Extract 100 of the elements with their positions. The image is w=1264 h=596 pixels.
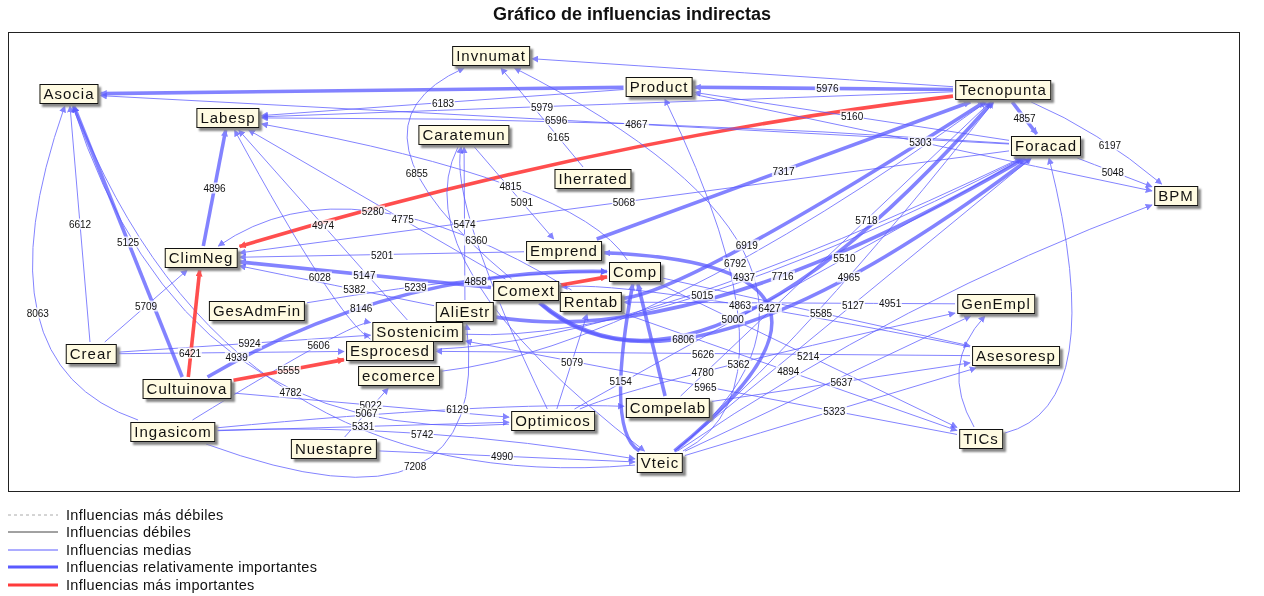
edge-label: 5280: [360, 205, 386, 217]
influence-arrow: [694, 94, 1153, 194]
edge-label: 5585: [808, 307, 834, 319]
edge-label: 5303: [908, 136, 933, 148]
edge-label: 4780: [690, 366, 715, 378]
edge-label: 5000: [720, 313, 745, 325]
edge-label: 4896: [202, 182, 227, 194]
edge-label: 8063: [25, 307, 50, 319]
legend-text: Influencias relativamente importantes: [66, 559, 318, 576]
edge-label: 6612: [67, 218, 93, 230]
edge-label: 5362: [726, 358, 751, 370]
influence-arrow: [684, 366, 977, 456]
edge-label: 5201: [370, 249, 395, 260]
influence-arrow: [623, 100, 986, 300]
edge-label: 5555: [276, 364, 301, 376]
edge-label: 5924: [237, 337, 262, 349]
legend-text: Influencias más débiles: [66, 506, 224, 523]
edge-label: 6165: [546, 131, 571, 143]
influence-arrow: [693, 83, 953, 92]
legend-text: Influencias más importantes: [66, 576, 255, 593]
influence-arrow: [234, 129, 371, 340]
chart-title: Gráfico de influencias indirectas: [491, 4, 773, 25]
variable-label: ClimNeg: [164, 248, 238, 268]
influence-arrow: [201, 129, 228, 247]
edge-label: 5382: [342, 283, 367, 295]
influence-arrow: [441, 101, 987, 372]
influence-arrow: [711, 360, 971, 402]
variable-label: AliEstr: [435, 302, 495, 322]
influence-arrow: [217, 402, 625, 429]
edge-label: 6806: [671, 333, 696, 345]
edge-label: 5742: [410, 428, 435, 440]
edge-label: 5125: [115, 236, 141, 247]
edge-label: 5214: [796, 350, 821, 362]
influence-arrow: [217, 428, 636, 462]
influence-arrow: [538, 156, 1032, 344]
edge-label: 4894: [776, 365, 801, 377]
edge-label: 4990: [489, 450, 515, 462]
edge-label: 5626: [690, 348, 716, 359]
variable-label: Compelab: [625, 398, 711, 418]
influence-arrow: [539, 100, 994, 342]
edge-label: 5474: [452, 218, 477, 229]
edge-label: 5637: [829, 376, 854, 388]
variable-label: Iherrated: [554, 169, 632, 189]
influence-arrow: [460, 146, 468, 301]
influence-arrow: [435, 347, 971, 357]
variable-label: Optimicos: [511, 411, 595, 431]
variable-label: ecomerce: [358, 366, 440, 386]
edge-label: 5048: [1100, 166, 1125, 178]
influence-arrow: [446, 146, 645, 452]
influence-arrow: [260, 114, 1010, 144]
influence-arrow: [662, 277, 971, 348]
influence-arrow: [238, 94, 954, 249]
edge-label: 5147: [352, 269, 377, 281]
influence-arrow: [72, 105, 184, 378]
edge-label: 5718: [854, 214, 879, 226]
influence-arrow: [406, 67, 513, 280]
edge-label: 6197: [1097, 139, 1122, 151]
edge-label: 4965: [836, 271, 861, 283]
influence-arrow: [603, 249, 774, 453]
variable-label: Comext: [493, 281, 559, 301]
edge-label: 5127: [840, 299, 866, 310]
variable-label: Ingasicom: [130, 422, 216, 442]
edge-label: 5160: [840, 110, 865, 122]
influence-arrow: [67, 105, 91, 343]
edge-label: 6596: [544, 114, 569, 126]
edge-label: 7208: [403, 460, 428, 472]
influence-arrow: [260, 121, 628, 261]
influence-arrow: [73, 105, 636, 469]
variable-label: Product: [625, 77, 693, 97]
edge-label: 5015: [690, 289, 715, 301]
influence-arrow: [531, 55, 954, 88]
edge-label: 6129: [445, 403, 470, 415]
edge-label: 4782: [278, 386, 303, 398]
variable-label: Nuestapre: [290, 439, 378, 459]
edge-label: 5510: [832, 252, 857, 264]
influence-arrow: [238, 129, 408, 321]
edge-label: 4951: [877, 297, 903, 309]
variable-label: Labesp: [196, 108, 260, 128]
edge-label: 6792: [723, 257, 748, 269]
influence-arrow: [99, 85, 624, 98]
edge-label: 7317: [771, 165, 796, 176]
edge-label: 4858: [463, 275, 488, 287]
influence-arrow: [677, 203, 1153, 452]
influence-arrow: [186, 269, 203, 378]
influence-arrow: [1004, 157, 1073, 434]
influence-arrow: [680, 101, 991, 397]
edge-label: 6360: [464, 234, 489, 246]
variable-label: Comp: [609, 262, 661, 282]
influence-arrow: [248, 129, 506, 280]
variable-label: Sostenicim: [372, 322, 464, 342]
edge-label: 4775: [390, 213, 415, 225]
edge-label: 5239: [403, 281, 428, 292]
influence-arrow: [560, 274, 608, 287]
variable-label: Vteic: [636, 453, 684, 473]
influence-arrow: [378, 450, 636, 466]
edge-label: 4867: [624, 118, 649, 130]
edge-label: 5154: [608, 375, 633, 387]
variable-label: Asocia: [39, 84, 99, 104]
variable-label: Invnumat: [452, 46, 530, 66]
influence-arrow: [238, 150, 1010, 256]
